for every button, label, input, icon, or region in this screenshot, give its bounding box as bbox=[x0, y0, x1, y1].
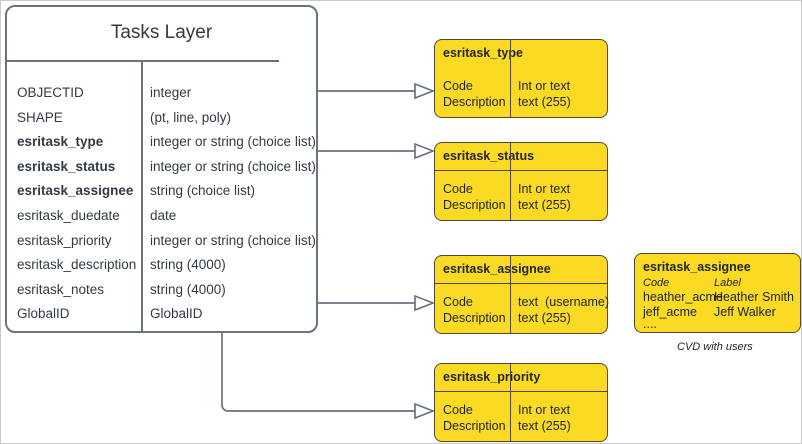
arrowhead-priority bbox=[414, 402, 436, 420]
entity-title-divider bbox=[7, 60, 279, 62]
field-name: esritask_notes bbox=[17, 281, 105, 297]
domain-box-right-labels: Int or text text (255) bbox=[518, 79, 571, 109]
arrowhead-type bbox=[414, 82, 436, 100]
cvd-row-label: Jeff Walker bbox=[714, 305, 776, 319]
arrowhead-assignee bbox=[414, 294, 436, 312]
domain-box-title-divider bbox=[435, 283, 607, 284]
field-type: string (4000) bbox=[150, 257, 226, 273]
table-row: esritask_description string (4000) bbox=[7, 257, 316, 282]
cvd-caption: CVD with users bbox=[677, 341, 753, 353]
tasks-layer-entity: Tasks Layer OBJECTID integer SHAPE (pt, … bbox=[5, 5, 318, 333]
table-row: GlobalID GlobalID bbox=[7, 306, 316, 331]
entity-title: Tasks Layer bbox=[110, 22, 213, 43]
domain-box-right-labels: Int or text text (255) bbox=[518, 403, 571, 433]
cvd-title: esritask_assignee bbox=[643, 260, 751, 274]
field-name: esritask_duedate bbox=[17, 207, 120, 223]
cvd-column-header-code: Code bbox=[643, 277, 670, 289]
field-name: SHAPE bbox=[17, 109, 63, 125]
domain-box-left-labels: Code Description bbox=[443, 295, 506, 325]
domain-box-left-labels: Code Description bbox=[443, 182, 506, 212]
domain-box-left-labels: Code Description bbox=[443, 79, 506, 109]
field-name: esritask_priority bbox=[17, 232, 112, 248]
cvd-box-esritask-assignee: esritask_assignee Code Label heather_acm… bbox=[634, 253, 801, 333]
table-row: esritask_type integer or string (choice … bbox=[7, 134, 316, 159]
field-type: integer or string (choice list) bbox=[150, 232, 316, 248]
table-row: OBJECTID integer bbox=[7, 85, 316, 110]
field-type: (pt, line, poly) bbox=[150, 109, 232, 125]
domain-box-title: esritask_priority bbox=[443, 370, 541, 384]
domain-box-right-labels: Int or text text (255) bbox=[518, 182, 571, 212]
domain-box-column-divider bbox=[510, 40, 511, 117]
domain-box-esritask-status: esritask_status Code Description Int or … bbox=[434, 142, 608, 221]
field-type: integer or string (choice list) bbox=[150, 134, 316, 150]
domain-box-left-labels: Code Description bbox=[443, 403, 506, 433]
cvd-row-label: Heather Smith bbox=[714, 290, 794, 304]
domain-box-title-divider bbox=[435, 391, 607, 392]
domain-box-column-divider bbox=[510, 256, 511, 333]
field-name: esritask_description bbox=[17, 257, 137, 273]
cvd-row-code: jeff_acme bbox=[643, 305, 697, 319]
domain-box-title: esritask_assignee bbox=[443, 262, 551, 276]
domain-box-title: esritask_type bbox=[443, 46, 523, 60]
table-row: esritask_notes string (4000) bbox=[7, 282, 316, 307]
domain-box-column-divider bbox=[510, 143, 511, 220]
entity-column-divider bbox=[141, 61, 143, 333]
field-name: GlobalID bbox=[17, 306, 70, 322]
domain-box-esritask-type: esritask_type Code Description Int or te… bbox=[434, 39, 608, 118]
field-type: integer or string (choice list) bbox=[150, 158, 316, 174]
field-type: date bbox=[150, 207, 177, 223]
cvd-column-header-label: Label bbox=[714, 277, 741, 289]
field-name: esritask_status bbox=[17, 158, 116, 174]
table-row: esritask_status integer or string (choic… bbox=[7, 159, 316, 184]
arrowhead-status bbox=[414, 142, 436, 160]
field-name: OBJECTID bbox=[17, 85, 84, 100]
field-type: string (choice list) bbox=[150, 183, 256, 199]
domain-box-esritask-assignee: esritask_assignee Code Description text … bbox=[434, 255, 610, 334]
domain-box-right-labels: text (username) text (255) bbox=[518, 295, 610, 325]
field-name: esritask_type bbox=[17, 134, 104, 150]
table-row: esritask_priority integer or string (cho… bbox=[7, 233, 316, 258]
domain-box-title: esritask_status bbox=[443, 149, 535, 163]
field-name: esritask_assignee bbox=[17, 183, 134, 199]
domain-box-title-divider bbox=[435, 170, 607, 171]
field-type: integer bbox=[150, 85, 192, 100]
field-list: OBJECTID integer SHAPE (pt, line, poly) … bbox=[7, 85, 316, 331]
cvd-row-code: heather_acme bbox=[643, 290, 723, 304]
domain-box-esritask-priority: esritask_priority Code Description Int o… bbox=[434, 363, 608, 442]
table-row: esritask_assignee string (choice list) bbox=[7, 183, 316, 208]
table-row: esritask_duedate date bbox=[7, 208, 316, 233]
domain-box-column-divider bbox=[510, 364, 511, 441]
field-type: GlobalID bbox=[150, 306, 203, 322]
table-row: SHAPE (pt, line, poly) bbox=[7, 110, 316, 135]
field-type: string (4000) bbox=[150, 281, 226, 297]
cvd-row-code: .... bbox=[643, 317, 657, 331]
